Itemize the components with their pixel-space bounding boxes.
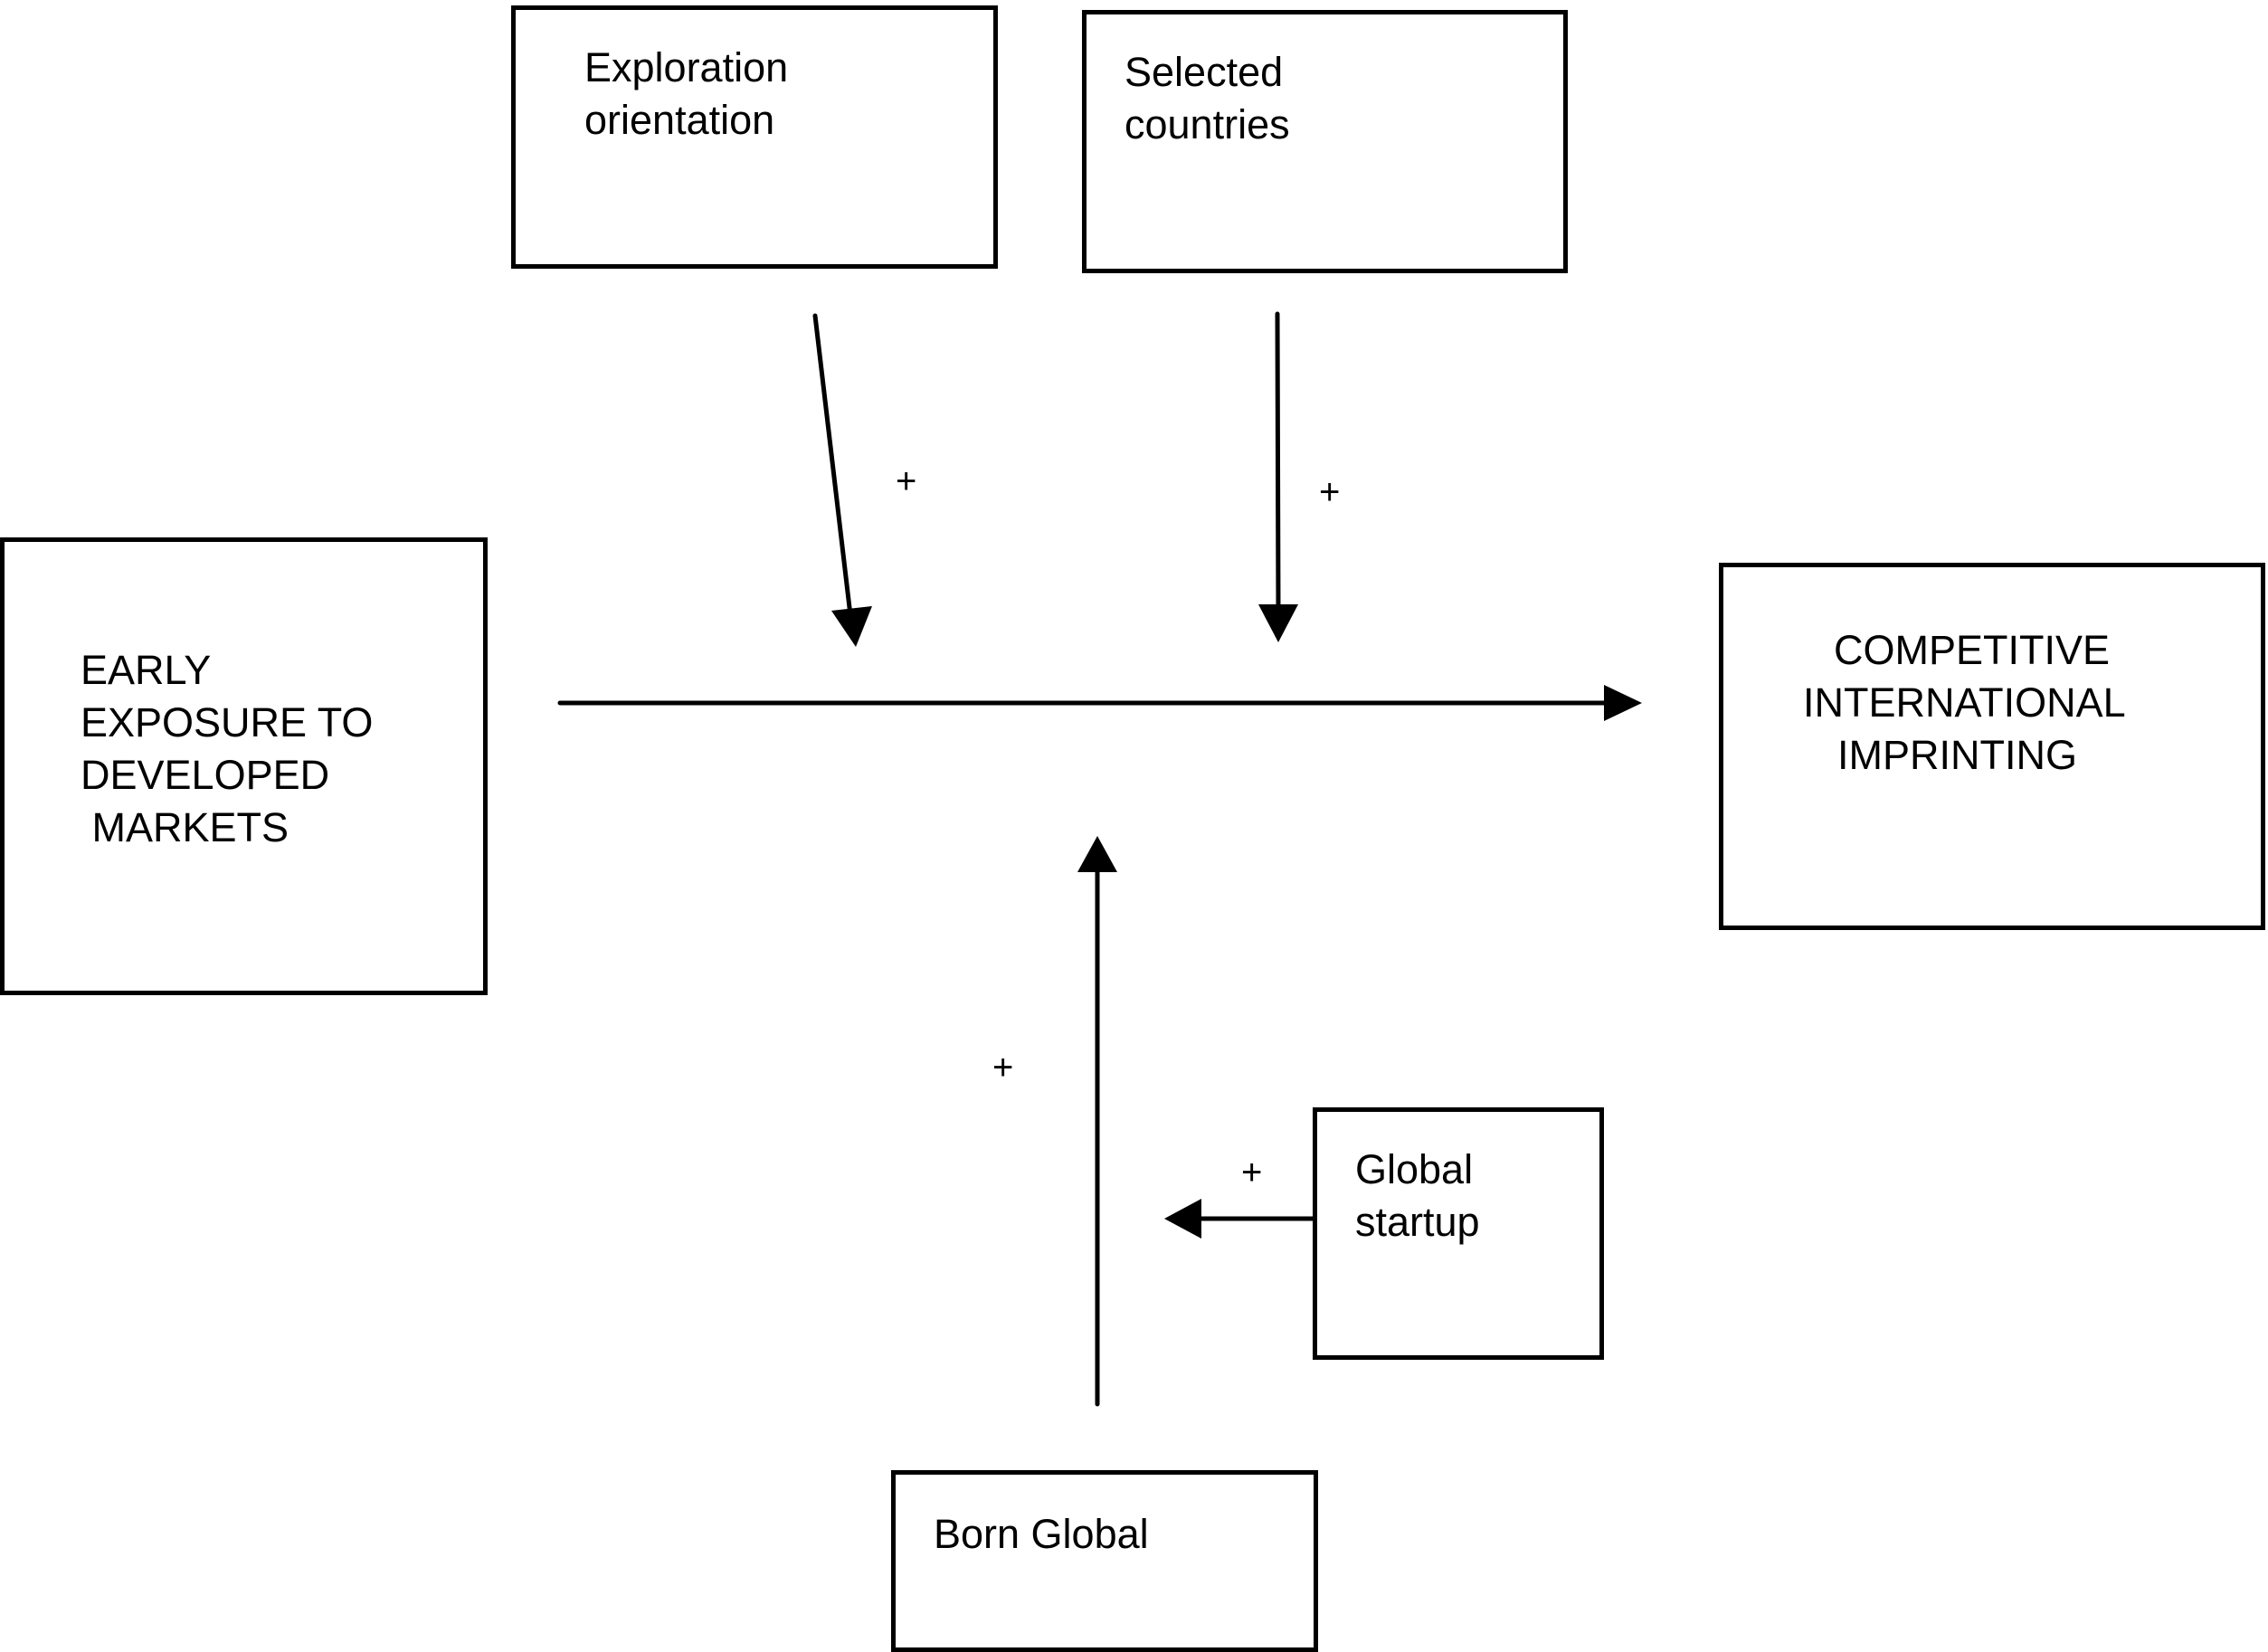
global-startup-plus-sign: + <box>1241 1153 1263 1192</box>
early-exposure-line-4: MARKETS <box>81 804 289 850</box>
main-arrow-head <box>1604 685 1642 721</box>
exploration-arrow-shaft <box>812 313 853 618</box>
competitive-imprinting-line-1: COMPETITIVE <box>1834 627 2111 673</box>
global-startup-line-1: Global <box>1355 1146 1474 1192</box>
selected-countries-line-1: Selected <box>1125 49 1284 95</box>
early-exposure-line-2: EXPOSURE TO <box>81 699 374 745</box>
selected-countries-line-2: countries <box>1125 101 1290 147</box>
selected-countries-arrow-shaft <box>1275 311 1281 611</box>
early-exposure-line-3: DEVELOPED <box>81 752 330 798</box>
born-global-box <box>891 1470 1318 1652</box>
competitive-imprinting-box <box>1719 563 2265 930</box>
competitive-imprinting-line-2: INTERNATIONAL <box>1803 679 2126 726</box>
competitive-imprinting-line-3: IMPRINTING <box>1837 732 2077 778</box>
global-startup-arrow-head <box>1164 1199 1201 1239</box>
exploration-orientation-box <box>511 5 998 269</box>
global-startup-box <box>1313 1107 1604 1360</box>
early-exposure-line-1: EARLY <box>81 647 212 693</box>
early-exposure-box <box>0 537 488 995</box>
born-global-plus-sign: + <box>992 1048 1014 1087</box>
born-global-arrow-head <box>1077 836 1117 872</box>
exploration-plus-sign: + <box>896 461 917 501</box>
born-global-line-1: Born Global <box>934 1511 1149 1557</box>
global-startup-line-2: startup <box>1355 1199 1480 1245</box>
exploration-arrow-head <box>831 606 872 647</box>
selected-countries-box <box>1082 10 1568 273</box>
exploration-orientation-line-2: orientation <box>584 97 775 143</box>
selected-countries-plus-sign: + <box>1319 472 1341 512</box>
selected-countries-arrow-head <box>1258 604 1298 642</box>
exploration-orientation-line-1: Exploration <box>584 44 789 90</box>
